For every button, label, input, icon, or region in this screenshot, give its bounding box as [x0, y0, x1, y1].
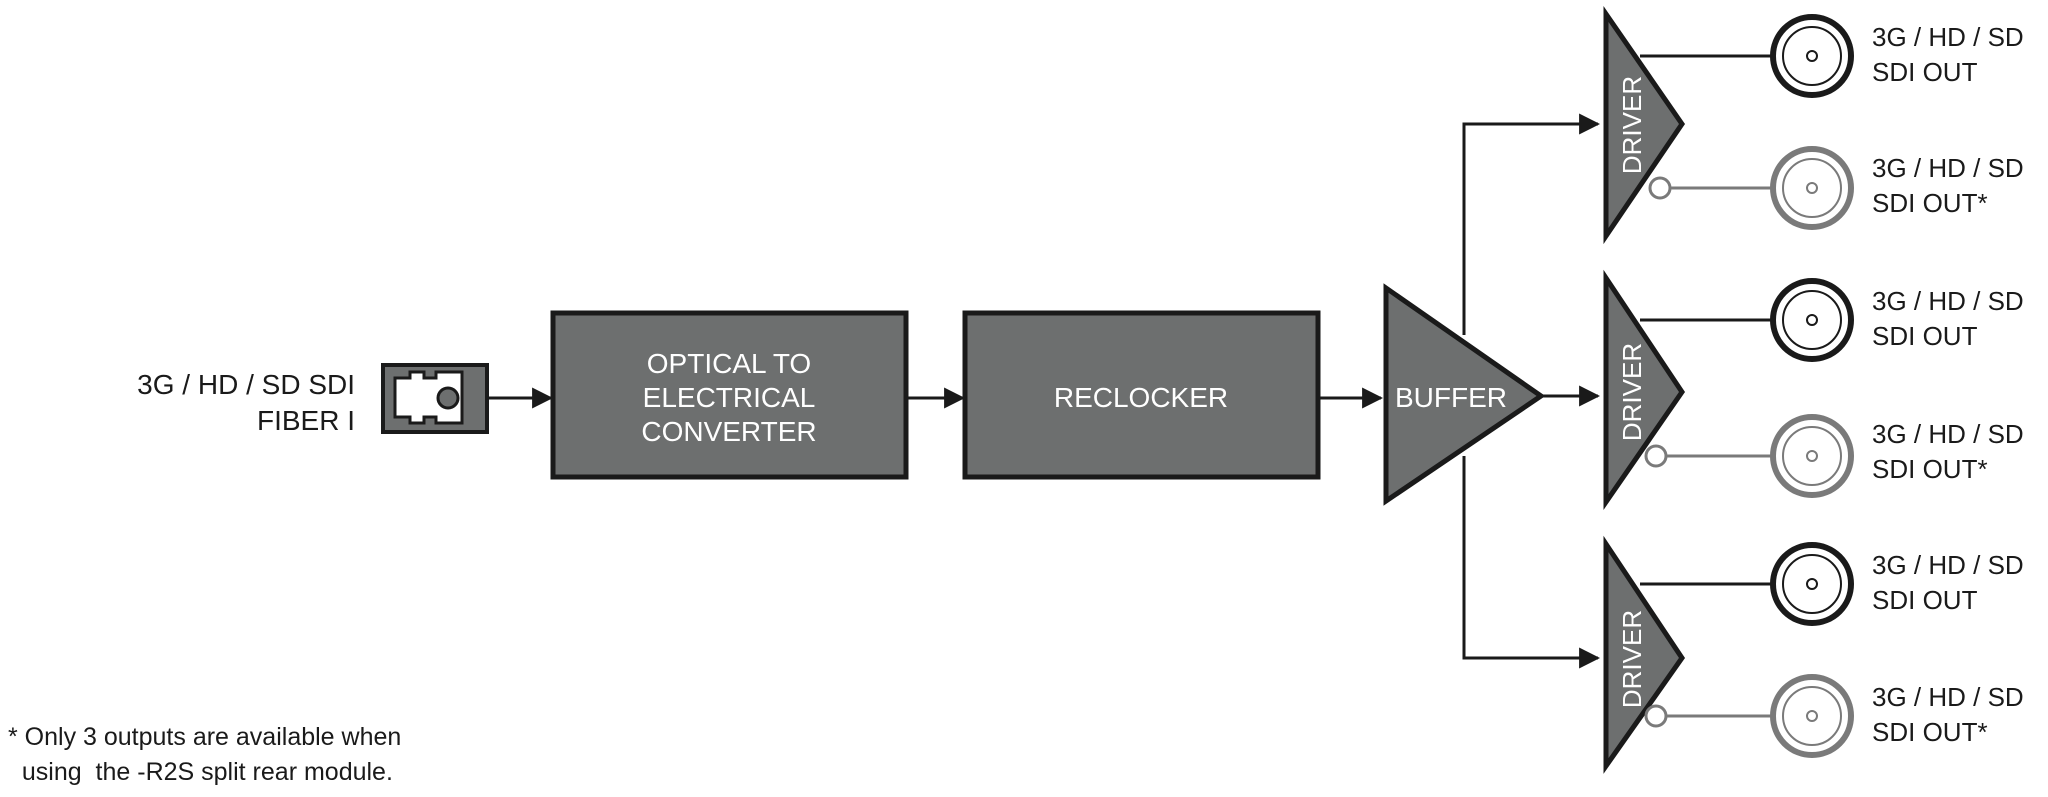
driver-3-label: DRIVER [1617, 610, 1647, 708]
output-6-line1: 3G / HD / SD [1872, 682, 2024, 712]
wire-buffer-to-driver-1 [1462, 113, 1601, 335]
wire-driver-1-out-2 [1648, 176, 1772, 200]
reclocker-block: RECLOCKER [962, 310, 1321, 480]
output-5-line2: SDI OUT [1872, 585, 1978, 615]
output-2-line2: SDI OUT* [1872, 188, 1988, 218]
buffer-amplifier: BUFFER [1383, 283, 1546, 506]
bnc-connector-optional-icon [1770, 146, 1854, 230]
reclocker-label: RECLOCKER [1054, 382, 1228, 413]
bnc-connector-optional-icon [1770, 674, 1854, 758]
bnc-connector-icon [1770, 278, 1854, 362]
output-3-line2: SDI OUT [1872, 321, 1978, 351]
bnc-connector-icon [1770, 542, 1854, 626]
output-1-line1: 3G / HD / SD [1872, 22, 2024, 52]
driver-3: DRIVER [1603, 535, 1686, 774]
converter-label-line3: CONVERTER [641, 416, 816, 447]
output-1-line2: SDI OUT [1872, 57, 1978, 87]
input-label-line2: FIBER I [257, 405, 355, 436]
wire-driver-3-out-6 [1644, 704, 1772, 728]
wire-driver-2-out-4 [1644, 444, 1772, 468]
output-4-line2: SDI OUT* [1872, 454, 1988, 484]
fiber-connector-icon [381, 363, 489, 434]
bnc-connector-icon [1770, 14, 1854, 98]
converter-block: OPTICAL TO ELECTRICAL CONVERTER [550, 310, 909, 480]
output-2-line1: 3G / HD / SD [1872, 153, 2024, 183]
bnc-connector-optional-icon [1770, 414, 1854, 498]
output-4-line1: 3G / HD / SD [1872, 419, 2024, 449]
output-3-line1: 3G / HD / SD [1872, 286, 2024, 316]
driver-1: DRIVER [1603, 5, 1686, 245]
driver-1-label: DRIVER [1617, 76, 1647, 174]
driver-2-label: DRIVER [1617, 343, 1647, 441]
converter-label-line1: OPTICAL TO [647, 348, 811, 379]
input-label-line1: 3G / HD / SD SDI [137, 369, 355, 400]
wire-buffer-to-driver-3 [1462, 456, 1601, 669]
buffer-label: BUFFER [1395, 382, 1507, 413]
converter-label-line2: ELECTRICAL [643, 382, 816, 413]
driver-2: DRIVER [1603, 269, 1686, 511]
footnote-line2: using the -R2S split rear module. [8, 758, 393, 786]
output-6-line2: SDI OUT* [1872, 717, 1988, 747]
footnote-line1: * Only 3 outputs are available when [8, 723, 401, 751]
output-5-line1: 3G / HD / SD [1872, 550, 2024, 580]
